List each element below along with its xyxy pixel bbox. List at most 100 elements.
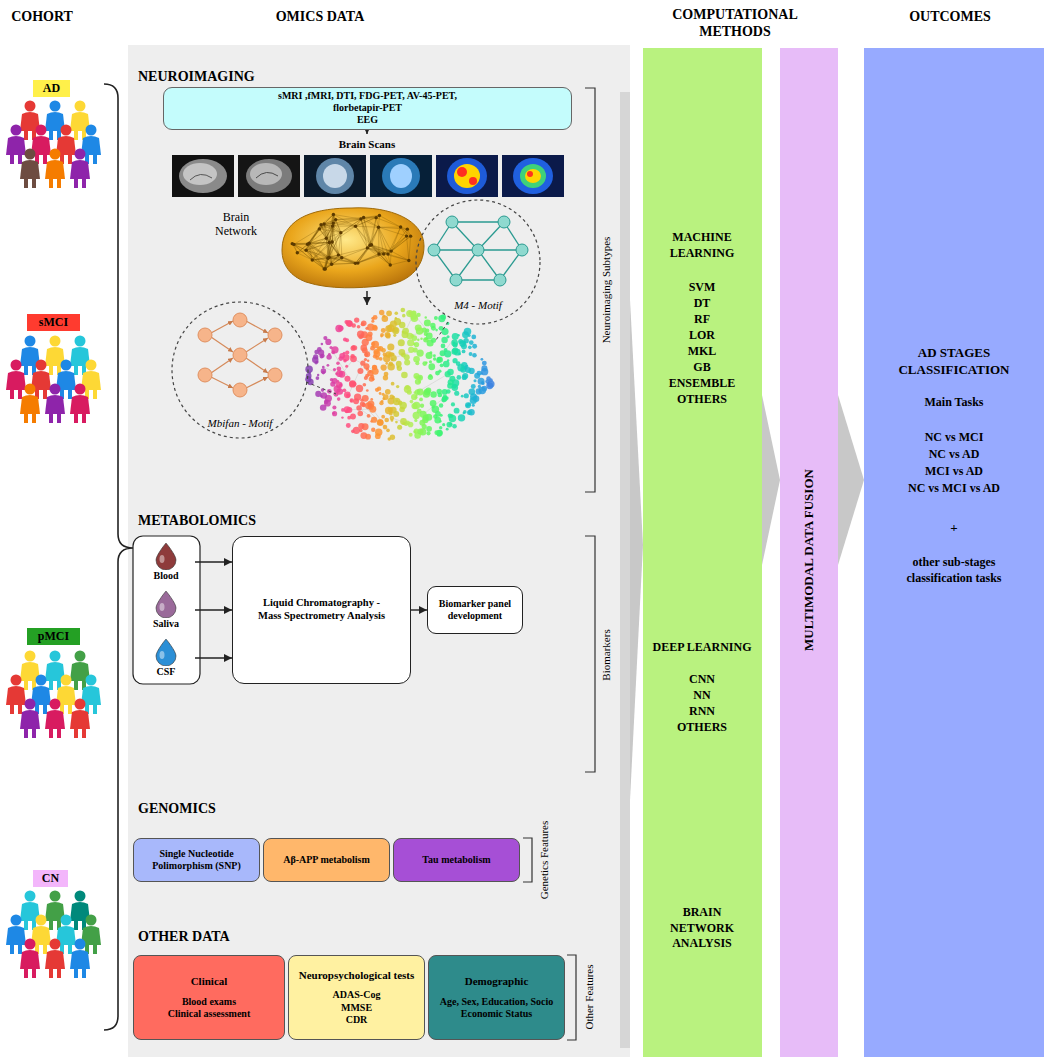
person-head xyxy=(25,101,36,112)
person-leg xyxy=(24,414,28,423)
person-icon xyxy=(70,939,90,979)
modality-box: sMRI ,fMRI, DTI, FDG-PET, AV-45-PET, flo… xyxy=(163,87,572,130)
network-node xyxy=(306,243,309,246)
network-node xyxy=(330,262,333,265)
fusion-column: MULTIMODAL DATA FUSION xyxy=(780,48,838,1057)
flow-wedge xyxy=(762,395,780,565)
network-node xyxy=(385,362,388,365)
person-body xyxy=(70,950,90,969)
network-node xyxy=(372,341,379,348)
person-icon xyxy=(81,915,101,955)
network-node xyxy=(406,227,409,230)
network-node xyxy=(399,225,402,228)
network-node xyxy=(386,252,389,255)
network-node xyxy=(434,316,438,320)
network-node xyxy=(390,249,393,252)
box-text: MMSE xyxy=(341,1002,372,1014)
network-node xyxy=(381,415,385,419)
network-node xyxy=(325,236,328,239)
person-icon xyxy=(56,360,76,400)
network-node xyxy=(407,339,414,346)
network-link xyxy=(361,219,372,245)
person-head xyxy=(25,149,36,160)
person-body xyxy=(45,395,65,414)
network-node xyxy=(435,411,441,417)
data-box: DemographicAge, Sex, Education, Socio Ec… xyxy=(428,955,565,1040)
network-node xyxy=(321,343,324,346)
network-node xyxy=(399,349,406,356)
figure-caption: Brain Network xyxy=(206,210,266,239)
bracket-label: Other Features xyxy=(583,964,596,1029)
network-node xyxy=(381,400,384,403)
mbifan-motif xyxy=(246,321,268,333)
person-icon xyxy=(70,101,90,141)
network-link xyxy=(333,219,361,223)
network-node xyxy=(431,338,436,343)
network-node xyxy=(370,398,373,401)
column-text: MULTIMODAL DATA FUSION xyxy=(801,469,818,651)
network-node xyxy=(345,338,349,342)
person-leg xyxy=(68,705,72,714)
network-node xyxy=(385,332,391,338)
network-node xyxy=(377,419,384,426)
network-link xyxy=(338,255,355,263)
network-link xyxy=(391,236,410,251)
brain-scans xyxy=(172,155,234,197)
person-head xyxy=(86,360,97,371)
person-head xyxy=(50,651,61,662)
brain-network-image xyxy=(282,208,424,288)
mbifan-motif xyxy=(172,302,336,438)
network-node xyxy=(420,337,423,340)
network-node xyxy=(446,428,449,431)
connector-arrow xyxy=(195,657,232,658)
network-node xyxy=(449,376,455,382)
network-node xyxy=(334,385,341,392)
network-link xyxy=(388,236,407,254)
column-text: RF xyxy=(694,312,710,328)
person-leg xyxy=(57,969,61,978)
person-head xyxy=(25,699,36,710)
person-icon xyxy=(70,149,90,189)
bracket-label: Biomarkers xyxy=(600,629,613,680)
person-leg xyxy=(10,945,14,954)
person-icon xyxy=(81,360,101,400)
network-node xyxy=(407,259,410,262)
column-text: + xyxy=(950,520,957,537)
network-node xyxy=(480,358,483,361)
person-icon xyxy=(20,651,40,691)
network-node xyxy=(349,380,356,387)
network-node xyxy=(440,363,444,367)
network-link xyxy=(332,263,356,265)
person-icon xyxy=(70,891,90,931)
network-node xyxy=(469,340,474,345)
network-node xyxy=(472,353,477,358)
network-node xyxy=(383,394,389,400)
person-leg xyxy=(32,414,36,423)
network-node xyxy=(444,348,448,352)
network-node xyxy=(321,371,325,375)
network-node xyxy=(465,402,471,408)
network-node xyxy=(366,368,369,371)
person-icon xyxy=(20,149,40,189)
mbifan-motif xyxy=(172,302,308,438)
network-node xyxy=(386,310,392,316)
person-leg xyxy=(82,179,86,188)
brain-scans xyxy=(370,155,432,197)
genomics-box: Aβ-APP metabolism xyxy=(263,838,390,882)
person-icon xyxy=(81,675,101,715)
network-node xyxy=(390,435,395,440)
network-node xyxy=(380,333,384,337)
network-node xyxy=(378,214,381,217)
network-node xyxy=(338,356,343,361)
column-text: NEUROIMAGING xyxy=(138,68,255,86)
person-icon xyxy=(81,125,101,165)
person-body xyxy=(20,950,40,969)
person-leg xyxy=(57,179,61,188)
network-node xyxy=(314,361,317,364)
network-node xyxy=(357,368,363,374)
column-text: DT xyxy=(694,296,711,312)
column-text: NC vs AD xyxy=(929,447,980,463)
network-node xyxy=(350,354,355,359)
person-head xyxy=(11,125,22,136)
